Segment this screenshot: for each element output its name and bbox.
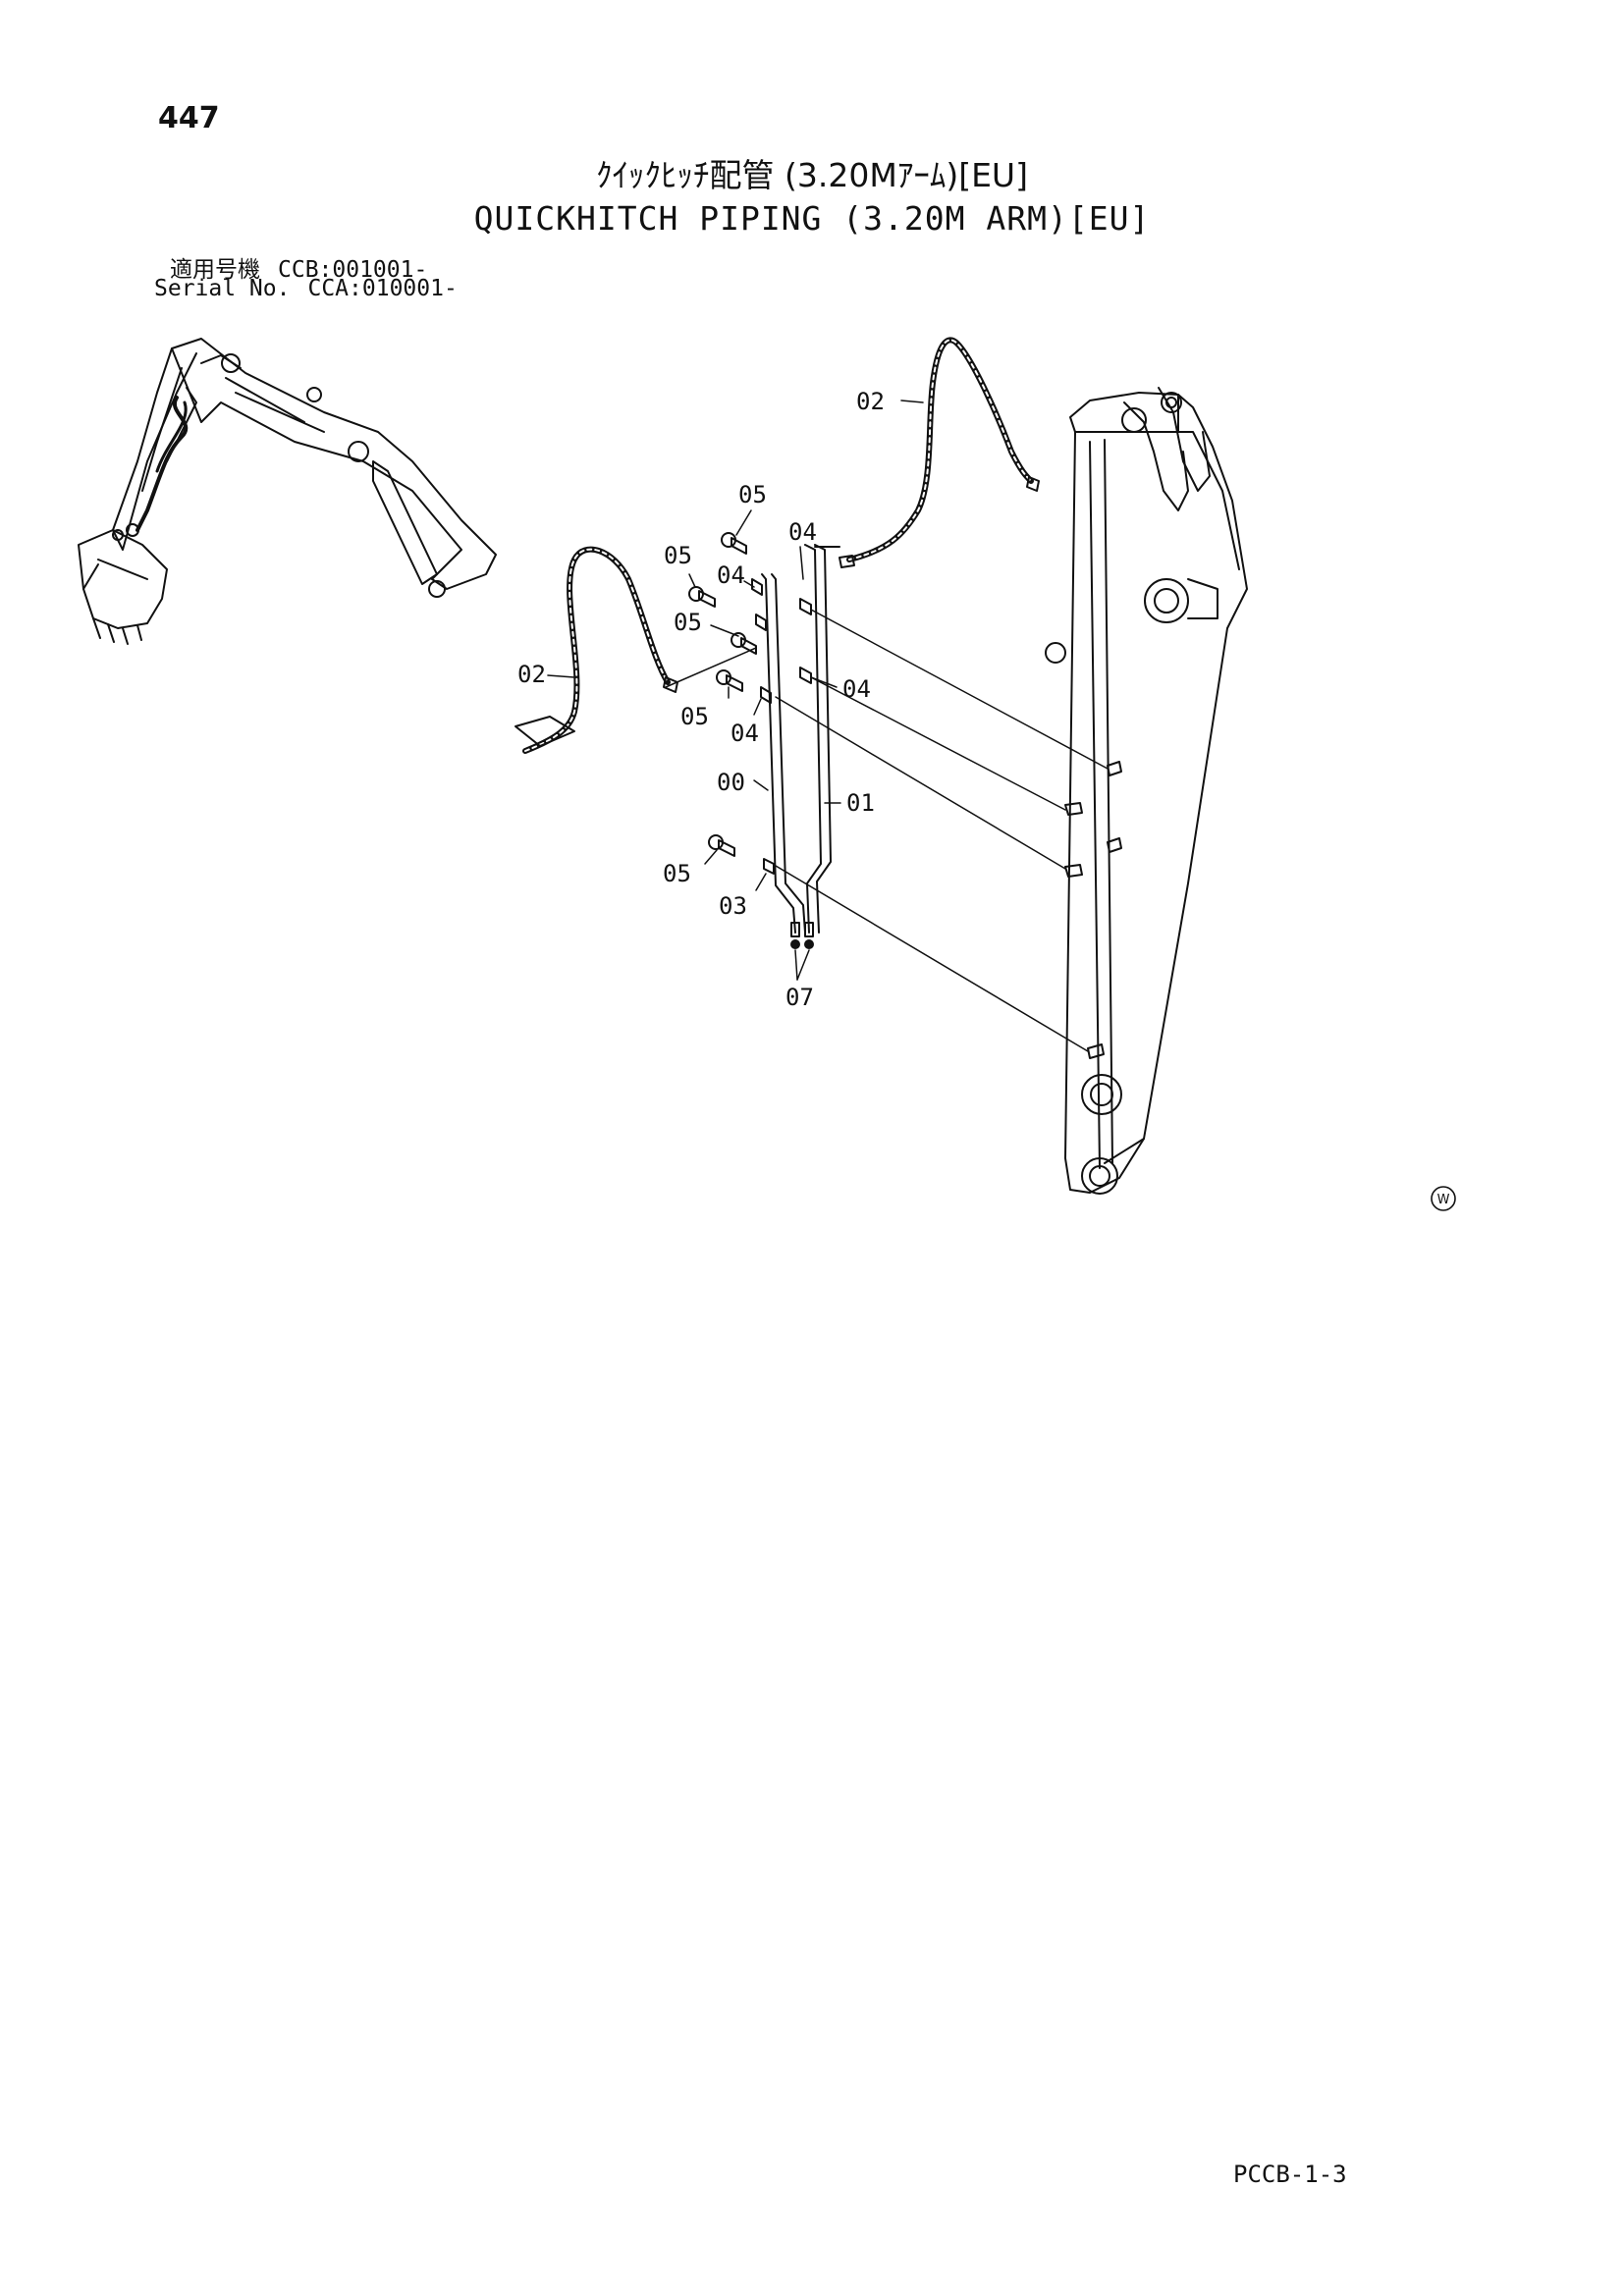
applicability-value: CCB:001001- [278,257,428,283]
pipe-01 [804,544,840,934]
excavator-locator-sketch [78,338,497,645]
callout-hose-upper: 02 [856,388,885,415]
hose-lower [514,546,678,754]
arm-assembly [1045,387,1248,1195]
hose-upper [839,337,1040,568]
callout-pipe-00: 00 [717,769,745,796]
bolts-and-clamps [688,532,812,875]
serial-number-label: Serial No. [154,276,291,301]
callout-clamp-upper-left: 04 [717,561,745,589]
serial-number-row: Serial No. CCA:010001- [154,276,475,301]
callout-pipe-ends-07: 07 [785,984,814,1011]
callout-clamp-top: 04 [788,518,817,546]
callout-bolt-lower: 05 [680,703,709,730]
title-japanese: ｸｲｯｸﾋｯﾁ配管 (3.20Mｱｰﾑ)[EU] [596,156,1028,194]
callout-bolt-top: 05 [738,481,767,508]
callout-bolt-bottom: 05 [663,860,691,887]
callout-clamp-lower: 04 [731,720,759,747]
callout-clamp-03: 03 [719,892,747,920]
w-mark-letter: W [1437,1193,1450,1207]
callout-bolt-middle: 05 [674,609,702,636]
callout-hose-lower: 02 [517,661,546,688]
pipe-00 [761,573,806,934]
leader-lines [547,400,924,981]
title-english: QUICKHITCH PIPING (3.20M ARM)[EU] [473,199,1151,238]
w-mark-icon: W [1431,1186,1456,1211]
assembly-lines [665,609,1109,1052]
applicability-row: 適用号機 CCB:001001- [170,250,445,284]
callout-bolt-upper-left: 05 [664,542,692,569]
page-reference-code: PCCB-1-3 [1233,2161,1347,2188]
applicability-label: 適用号機 [170,257,260,283]
pipe-ends-07 [790,922,814,949]
callout-labels: 02 05 04 05 04 05 02 04 05 04 00 01 05 0… [517,388,885,1011]
serial-number-value: CCA:010001- [307,276,458,301]
page-number: 447 [158,101,220,135]
callout-clamp-right: 04 [842,675,871,703]
callout-pipe-01: 01 [846,789,875,817]
